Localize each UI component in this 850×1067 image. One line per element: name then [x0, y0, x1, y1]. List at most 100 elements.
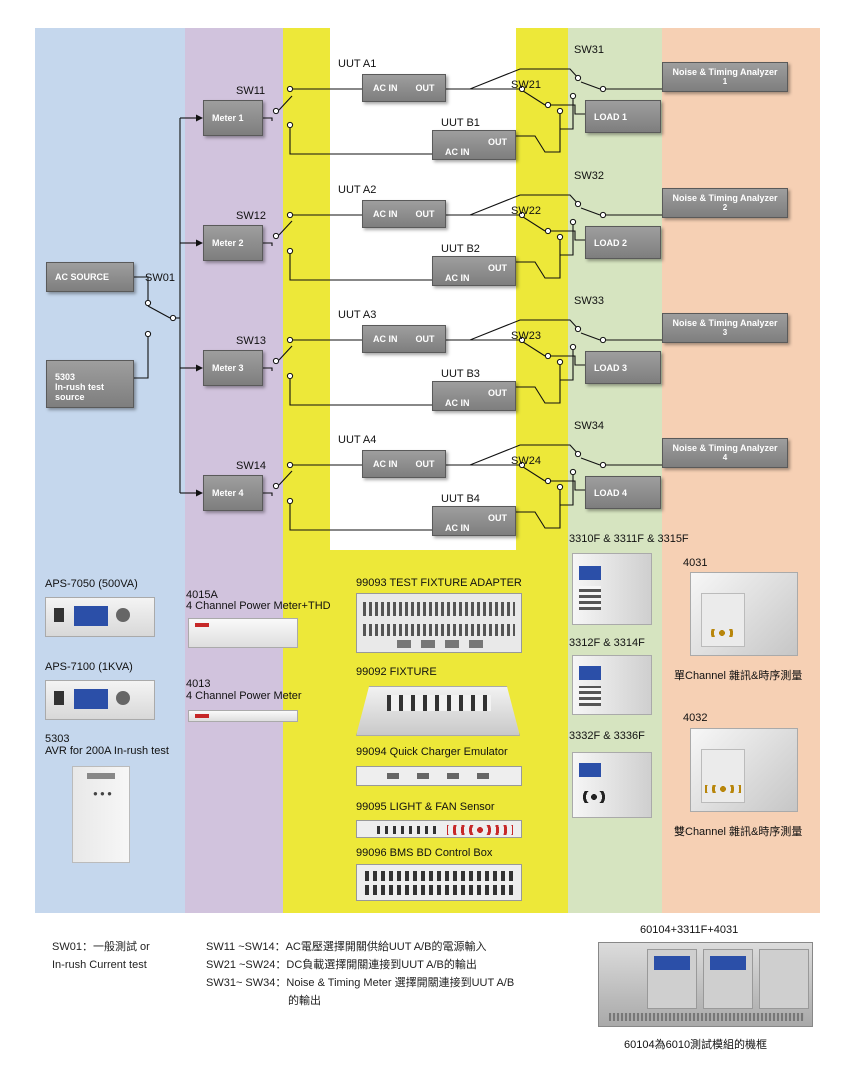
ac-source-box[interactable]: AC SOURCE [46, 262, 134, 292]
analyzer-2-name: Noise & Timing Analyzer [672, 193, 778, 203]
sw13-contact-b [286, 372, 294, 380]
aps7100-display [74, 689, 108, 709]
sw14-blade [278, 470, 293, 486]
f99092-sockets [387, 695, 491, 711]
load-a-label: 3310F & 3311F & 3315F [569, 533, 689, 545]
uut-a3-to-load [446, 339, 546, 357]
uut-b3-out: OUT [488, 388, 507, 398]
uut-a1-out: OUT [415, 83, 435, 93]
f99096-device [356, 864, 522, 901]
uut-b4-label: UUT B4 [441, 493, 480, 505]
load-4-box[interactable]: LOAD 4 [585, 476, 661, 509]
sw01-blade [147, 305, 171, 319]
sw32-blade [580, 207, 601, 216]
meter-arrow-1 [196, 114, 203, 122]
f99093-top-row [363, 602, 515, 616]
uut-a2-ac-in: AC IN [373, 209, 398, 219]
avr5303-device: ● ● ● [72, 766, 130, 863]
f99095-leds [447, 825, 513, 835]
sw01-label: SW01 [145, 272, 175, 284]
meter-4-box[interactable]: Meter 4 [203, 475, 263, 511]
sw23-label: SW23 [511, 330, 541, 342]
f99096-terminals-bottom [365, 885, 515, 895]
inrush-source-box[interactable]: 5303 In-rush test source [46, 360, 134, 408]
sw34-blade [580, 457, 601, 466]
uut-a1-ac-in: AC IN [373, 83, 398, 93]
legend-sw01: SW01：一般測試 or In-rush Current test [52, 938, 150, 974]
sw31-to-b [560, 99, 574, 130]
sw21-contact-a [518, 85, 526, 93]
load-a-display [579, 566, 601, 580]
f99096-terminals-top [365, 871, 515, 881]
sw34-to-b [560, 475, 574, 506]
f99092-device [356, 686, 520, 736]
f99093-bottom-row [363, 624, 515, 636]
sw11-common [272, 107, 280, 115]
aps7100-switch [54, 691, 64, 705]
sw22-contact-b [556, 233, 564, 241]
meter-1-box[interactable]: Meter 1 [203, 100, 263, 136]
sw01-contact-a [144, 299, 152, 307]
sw33-label: SW33 [574, 295, 604, 307]
aps7050-label: APS-7050 (500VA) [45, 578, 138, 590]
load-b-label: 3312F & 3314F [569, 637, 645, 649]
sw24-contact-a [518, 461, 526, 469]
uut-b1-to-load [516, 114, 561, 153]
meter-3-box[interactable]: Meter 3 [203, 350, 263, 386]
sw12-contact-b [286, 247, 294, 255]
sw23-contact-a [518, 336, 526, 344]
m4015a-line2: 4 Channel Power Meter+THD [186, 600, 331, 612]
sw14-contact-a [286, 461, 294, 469]
sw23-to-load [551, 355, 585, 366]
aps7100-device [45, 680, 155, 720]
f99095-device [356, 820, 522, 838]
m4013-line1: 4013 [186, 678, 211, 690]
load-1-box[interactable]: LOAD 1 [585, 100, 661, 133]
to-uut-b1 [289, 128, 432, 155]
mainframe-module-1 [647, 949, 697, 1009]
avr5303-line1: 5303 [45, 733, 70, 745]
f99093-connectors [397, 640, 483, 648]
uut-a2-label: UUT A2 [338, 184, 377, 196]
load-2-box[interactable]: LOAD 2 [585, 226, 661, 259]
uut-a3-label: UUT A3 [338, 309, 377, 321]
avr5303-leds: ● ● ● [93, 789, 112, 798]
uut-a1-label: UUT A1 [338, 58, 377, 70]
uut-b3-label: UUT B3 [441, 368, 480, 380]
sw32-contact-b [569, 218, 577, 226]
legend-sw3x-line1: SW31~ SW34：Noise & Timing Meter 選擇開關連接到U… [206, 977, 515, 989]
m4013-line2: 4 Channel Power Meter [186, 690, 302, 702]
f99093-device [356, 593, 522, 653]
uut-b2-ac-in: AC IN [445, 273, 470, 283]
sw34-contact-b [569, 468, 577, 476]
sw13-blade [278, 345, 293, 361]
sw34-contact-a [574, 450, 582, 458]
f99094-ports [387, 773, 497, 779]
uut-a4-ac-in: AC IN [373, 459, 398, 469]
load-3-box[interactable]: LOAD 3 [585, 351, 661, 384]
sw21-to-load [551, 104, 585, 115]
mainframe-module-2 [703, 949, 753, 1009]
uut-a1-to-load [446, 88, 546, 106]
uut-a1-box[interactable]: AC IN OUT [362, 74, 446, 102]
sw33-to-b [560, 350, 574, 381]
sw01-contact-b [144, 330, 152, 338]
meter-arrow-3 [196, 364, 203, 372]
sw11-blade [278, 95, 293, 111]
meter-2-box[interactable]: Meter 2 [203, 225, 263, 261]
uut-b4-to-load [516, 490, 561, 529]
to-uut-b3 [289, 379, 432, 406]
f99095-label: 99095 LIGHT & FAN Sensor [356, 801, 495, 813]
